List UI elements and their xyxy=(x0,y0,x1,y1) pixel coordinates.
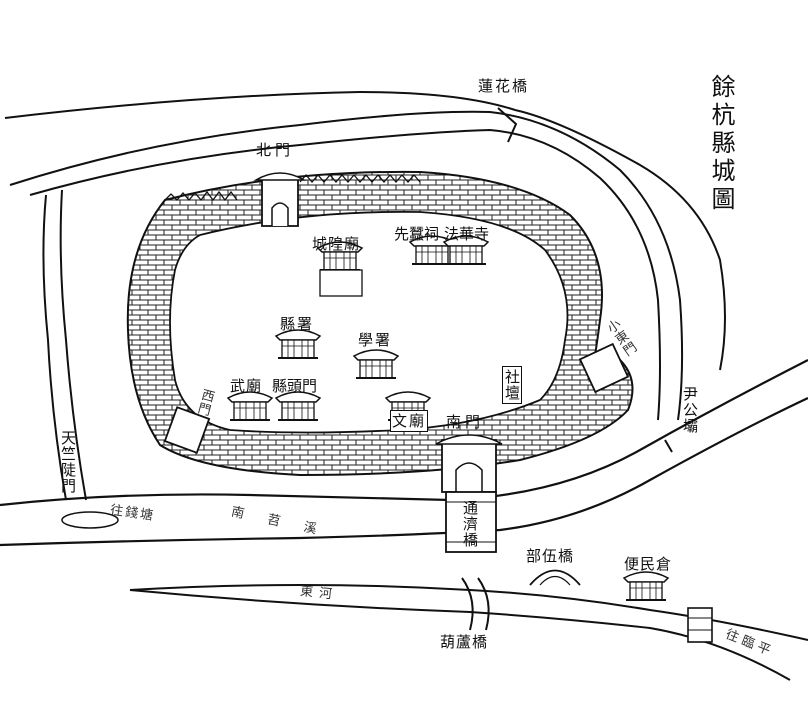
bianmin-granary-label: 便民倉 xyxy=(624,555,673,573)
tongji-bridge-structure xyxy=(445,491,497,553)
xiantou-building xyxy=(275,391,321,421)
map-title: 餘杭縣城圖 xyxy=(707,74,735,214)
xiansi-label: 先蠶祠 xyxy=(394,225,440,243)
west-channel xyxy=(42,189,87,501)
north-gate-tower xyxy=(253,172,307,227)
yingong-dam-label: 尹公壩 xyxy=(681,386,699,434)
south-gate-tower xyxy=(435,434,503,493)
yingong-dam-mark xyxy=(664,439,673,453)
school-office-label: 學署 xyxy=(358,331,393,349)
chenghuang-court xyxy=(319,269,363,297)
buwu-bridge-arch xyxy=(529,569,581,586)
she-tan-label: 社壇 xyxy=(502,366,522,404)
fahua-label: 法華寺 xyxy=(444,225,490,243)
river-islet xyxy=(61,511,119,529)
east-gate-tower xyxy=(578,342,630,394)
hulu-bridge-label: 葫蘆橋 xyxy=(440,633,489,651)
tianzhu-gate-label: 天竺陡門 xyxy=(59,430,77,494)
lianhua-bridge-label: 蓮花橋 xyxy=(478,77,530,95)
buwu-bridge-label: 部伍橋 xyxy=(526,547,575,565)
bianmin-granary-building xyxy=(623,571,669,601)
wumiao-label: 武廟 xyxy=(230,377,263,395)
xiantou-gate-label: 縣頭門 xyxy=(272,377,318,395)
moat xyxy=(4,90,726,421)
west-gate-tower xyxy=(163,406,211,454)
lianhua-bridge-arch xyxy=(497,107,518,143)
south-gate-label: 南門 xyxy=(446,413,485,431)
hulu-bridge-arch xyxy=(461,577,490,631)
wenmiao-label: 文廟 xyxy=(390,410,429,432)
tongji-bridge-label: 通濟橋 xyxy=(461,500,479,548)
county-office-building xyxy=(275,329,321,359)
east-lock-gate xyxy=(687,607,713,643)
chenghuang-temple-label: 城隍廟 xyxy=(312,235,361,253)
county-office-label: 縣署 xyxy=(280,315,315,333)
school-office-building xyxy=(353,349,399,379)
north-gate-label: 北門 xyxy=(256,141,295,159)
wumiao-building xyxy=(227,391,273,421)
